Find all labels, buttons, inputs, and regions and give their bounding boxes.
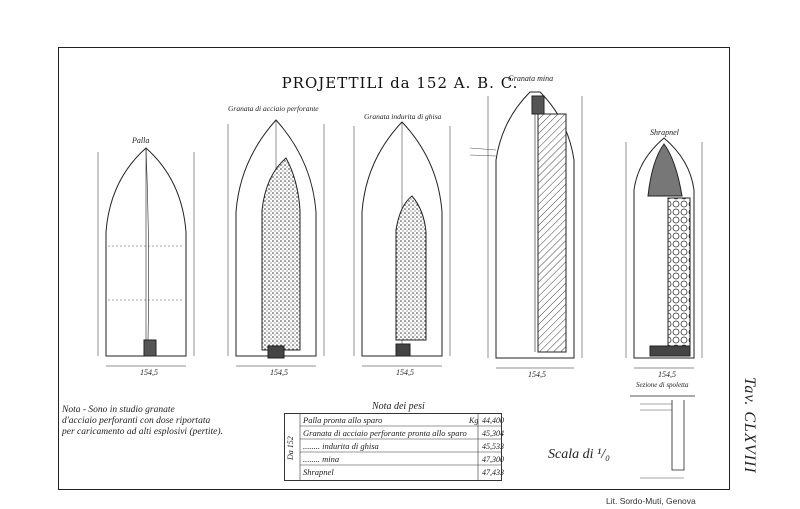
weight-row-name: ........ mina <box>303 454 340 464</box>
label-granata-acciaio: Granata di acciaio perforante <box>228 104 319 113</box>
projectile-granata-ghisa <box>353 121 451 367</box>
projectile-shrapnel <box>625 137 703 369</box>
weight-value: 47,433 <box>482 468 504 477</box>
label-fuse-detail: Sezione di spoletta <box>636 381 689 389</box>
projectile-granata-mina <box>469 91 583 369</box>
dim-palla: 154,5 <box>140 368 158 377</box>
note-line-1: Nota - Sono in studio granate <box>62 405 175 415</box>
weights-title: Nota dei pesi <box>372 401 425 412</box>
printer-imprint: Lit. Sordo-Muti, Genova <box>606 496 696 506</box>
weight-row-name: ........ indurita di ghisa <box>303 441 379 451</box>
plate-title: PROJETTILI da 152 A. B. C. <box>281 74 519 92</box>
weight-row-name: Granata di acciaio perforante pronta all… <box>303 428 467 438</box>
weight-row-name: Shrapnel <box>303 467 334 477</box>
fuse-detail <box>630 395 695 479</box>
note-line-3: per caricamento ad alti esplosivi (perti… <box>62 427 223 437</box>
label-granata-ghisa: Granata indurita di ghisa <box>364 112 442 121</box>
weight-value: 45,533 <box>482 442 504 451</box>
plate-number: Tav. CLXVIII <box>741 377 758 474</box>
label-granata-mina: Granata mina <box>508 74 554 83</box>
design-note: Nota - Sono in studio granate d'acciaio … <box>62 405 242 438</box>
weight-unit: Kg <box>469 416 479 425</box>
label-shrapnel: Shrapnel <box>650 128 679 137</box>
note-line-2: d'acciaio perforanti con dose riportata <box>62 416 211 426</box>
weight-value: 44,400 <box>482 416 504 425</box>
label-palla: Palla <box>132 136 150 145</box>
dim-granata-mina: 154,5 <box>528 370 546 379</box>
dim-granata-ghisa: 154,5 <box>396 368 414 377</box>
weight-row-name: Palla pronta allo sparo <box>303 415 383 425</box>
dim-granata-acciaio: 154,5 <box>270 368 288 377</box>
dim-shrapnel: 154,5 <box>658 370 676 379</box>
projectile-palla <box>97 147 195 367</box>
projectile-granata-acciaio <box>227 119 325 367</box>
plate-border <box>58 47 730 490</box>
weights-grid <box>299 413 502 481</box>
weight-value: 45,304 <box>482 429 504 438</box>
scale-label: Scala di ¹/₀ <box>548 447 610 462</box>
weights-side-label: Da 152 <box>286 436 295 460</box>
weight-value: 47,300 <box>482 455 504 464</box>
weights-table <box>284 413 502 481</box>
